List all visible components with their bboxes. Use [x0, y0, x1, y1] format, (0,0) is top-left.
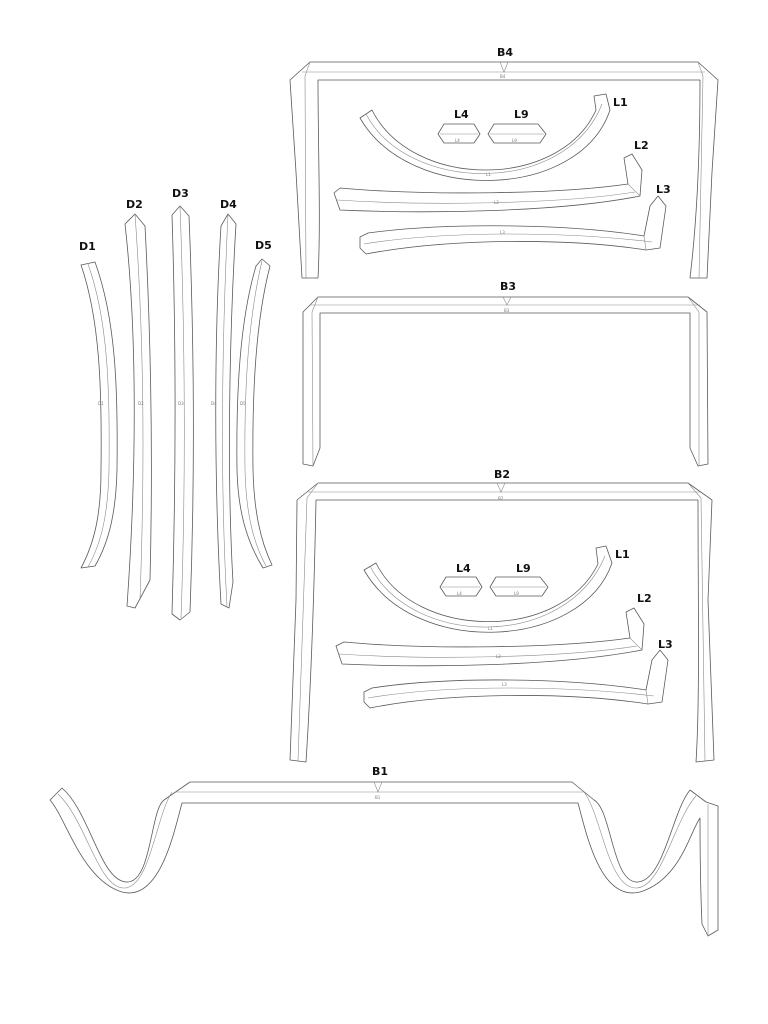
part-l9-top: L9: [487, 123, 547, 144]
part-b1-code: B1: [375, 795, 381, 800]
part-b4-code: B4: [500, 74, 506, 79]
label-d3: D3: [172, 187, 189, 200]
label-b4: B4: [497, 46, 513, 59]
part-l1-top-code: L1: [486, 172, 491, 177]
part-l3-top-code: L3: [500, 230, 505, 235]
part-d1-code: D1: [98, 401, 104, 406]
label-l3-top: L3: [656, 183, 671, 196]
part-l3-mid: L3: [363, 649, 669, 709]
part-l2-top: L2: [333, 153, 643, 213]
label-d5: D5: [255, 239, 272, 252]
part-l4-top-code: L4: [455, 138, 460, 143]
part-l9-mid-code: L9: [514, 591, 519, 596]
label-l9-mid: L9: [516, 562, 531, 575]
part-l4-top: L4: [437, 123, 481, 144]
part-b3: B3: [302, 296, 709, 467]
part-b3-code: B3: [504, 308, 510, 313]
part-l2-top-code: L2: [494, 200, 499, 205]
label-l4-mid: L4: [456, 562, 471, 575]
part-d2-code: D2: [138, 401, 144, 406]
part-d3-code: D3: [178, 401, 184, 406]
label-l9-top: L9: [514, 108, 529, 121]
label-d1: D1: [79, 240, 96, 253]
part-d5: D5: [236, 258, 273, 569]
label-l4-top: L4: [454, 108, 469, 121]
part-b4: B4: [289, 61, 719, 279]
part-l1-mid-code: L1: [488, 626, 493, 631]
part-l2-mid: L2: [335, 607, 645, 667]
label-b3: B3: [500, 280, 516, 293]
part-d3: D3: [171, 205, 194, 621]
part-b2: B2: [289, 482, 715, 763]
part-l3-top: L3: [359, 195, 667, 255]
part-l1-mid: L1: [363, 545, 613, 633]
part-d5-code: D5: [240, 401, 246, 406]
label-l1-mid: L1: [615, 548, 630, 561]
part-l9-mid: L9: [489, 576, 549, 597]
part-l3-mid-code: L3: [502, 682, 507, 687]
part-d4: D4: [211, 213, 237, 609]
label-l2-top: L2: [634, 139, 649, 152]
part-b2-code: B2: [498, 496, 504, 501]
part-l4-mid: L4: [439, 576, 483, 597]
part-l1-top: L1: [359, 93, 611, 181]
label-b2: B2: [494, 468, 510, 481]
part-d4-code: D4: [211, 401, 217, 406]
part-l4-mid-code: L4: [457, 591, 462, 596]
part-l2-mid-code: L2: [496, 654, 501, 659]
part-d2: D2: [124, 213, 152, 609]
part-b1: B1: [49, 781, 719, 937]
label-b1: B1: [372, 765, 388, 778]
label-l1-top: L1: [613, 96, 628, 109]
part-d1: D1: [80, 261, 118, 569]
label-l3-mid: L3: [658, 638, 673, 651]
part-l9-top-code: L9: [512, 138, 517, 143]
label-d2: D2: [126, 198, 143, 211]
label-l2-mid: L2: [637, 592, 652, 605]
label-d4: D4: [220, 198, 237, 211]
